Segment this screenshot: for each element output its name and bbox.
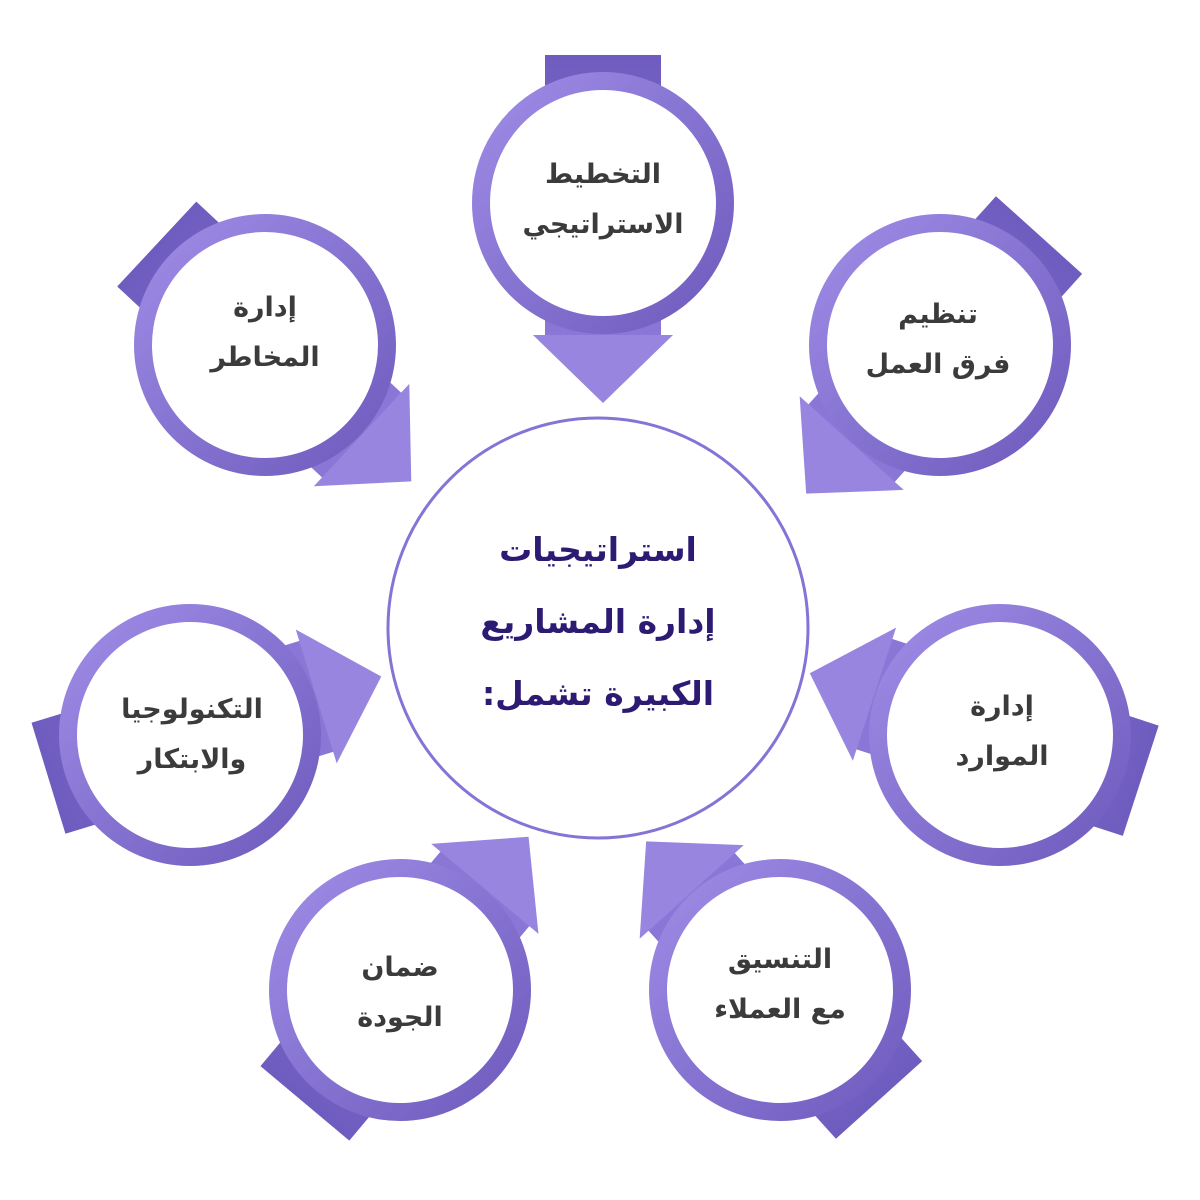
- node-label-line: التكنولوجيا: [121, 694, 263, 725]
- node-inner-circle: [77, 622, 303, 848]
- node-label-line: والابتكار: [137, 744, 247, 775]
- node-label-line: التخطيط: [544, 159, 662, 190]
- arrow-head-icon: [313, 383, 412, 487]
- node-inner-circle: [152, 232, 378, 458]
- center-title-line: استراتيجيات: [499, 530, 697, 569]
- node-label-line: المخاطر: [210, 342, 320, 373]
- node-arrow-circle: [472, 55, 734, 403]
- center-circle: [386, 416, 810, 840]
- node-label-line: فرق العمل: [865, 349, 1011, 380]
- node-arrow-circle: [639, 841, 923, 1139]
- center-title-line: إدارة المشاريع: [480, 602, 716, 641]
- arrow-head-icon: [295, 629, 382, 764]
- node-label-risk-management: إدارة المخاطر: [155, 283, 375, 383]
- node-arrow-circle: [260, 836, 539, 1141]
- node-label-team-organization: تنظيم فرق العمل: [828, 290, 1048, 390]
- node-label-quality-assurance: ضمان الجودة: [290, 943, 510, 1043]
- arrow-head-icon: [533, 335, 673, 403]
- node-label-line: مع العملاء: [714, 994, 846, 1025]
- node-label-technology-innovation: التكنولوجيا والابتكار: [82, 685, 302, 785]
- node-arrow-circle: [31, 604, 382, 866]
- arrow-head-icon: [809, 627, 897, 761]
- node-label-client-coordination: التنسيق مع العملاء: [670, 935, 890, 1035]
- node-label-line: الجودة: [357, 1002, 443, 1033]
- center-title: استراتيجيات إدارة المشاريع الكبيرة تشمل:: [418, 514, 778, 730]
- node-inner-circle: [887, 622, 1113, 848]
- arrow-head-icon: [639, 841, 744, 939]
- node-label-line: إدارة: [970, 691, 1034, 722]
- node-inner-circle: [667, 877, 893, 1103]
- center-title-line: الكبيرة تشمل:: [481, 674, 715, 713]
- node-label-line: الاستراتيجي: [522, 209, 684, 240]
- node-label-line: ضمان: [361, 952, 439, 983]
- node-label-line: التنسيق: [727, 944, 833, 975]
- node-inner-circle: [490, 90, 716, 316]
- node-label-resource-management: إدارة الموارد: [892, 682, 1112, 782]
- node-label-strategic-planning: التخطيط الاستراتيجي: [493, 150, 713, 250]
- node-arrow-circle: [809, 604, 1159, 866]
- node-label-line: الموارد: [955, 741, 1049, 772]
- arrow-head-icon: [799, 396, 904, 494]
- node-inner-circle: [287, 877, 513, 1103]
- node-inner-circle: [827, 232, 1053, 458]
- node-arrow-circle: [799, 196, 1083, 494]
- node-arrow-circle: [117, 201, 412, 487]
- node-label-line: إدارة: [233, 292, 297, 323]
- node-label-line: تنظيم: [898, 299, 978, 330]
- arrow-head-icon: [431, 836, 539, 934]
